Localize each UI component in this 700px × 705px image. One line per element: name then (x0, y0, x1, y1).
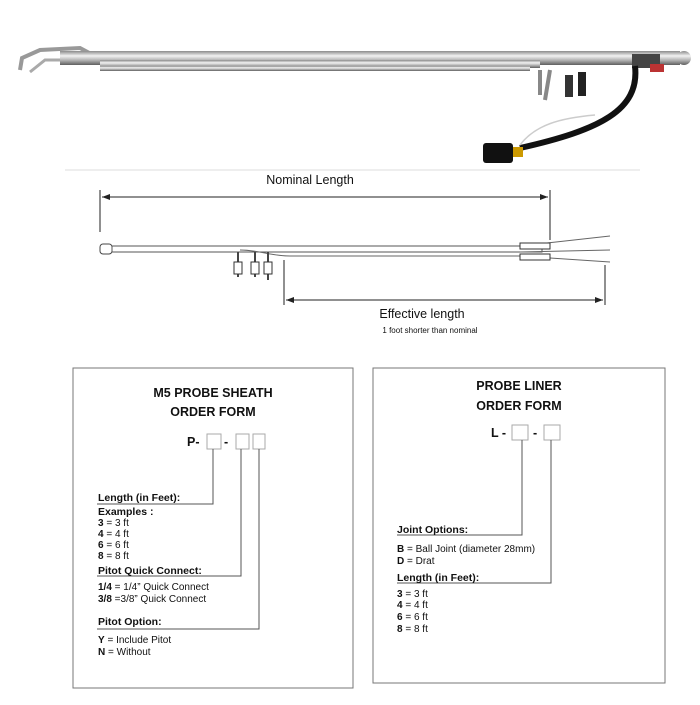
examples-heading: Examples : (98, 506, 153, 518)
option-text: 6 (397, 612, 403, 623)
effective-length-note: 1 foot shorter than nominal (382, 326, 477, 335)
svg-text:B = Ball Joint (diameter 28mm: B = Ball Joint (diameter 28mm) (397, 544, 535, 555)
svg-text:3 = 3 ft: 3 = 3 ft (397, 589, 428, 600)
sheath-connect-box[interactable] (235, 433, 250, 450)
length-diagram: Nominal Length Effective length 1 foot s… (99, 173, 611, 335)
liner-length-box[interactable] (543, 424, 561, 441)
svg-text:N = Without: N = Without (98, 647, 151, 658)
sheath-length-heading: Length (in Feet): (98, 492, 180, 504)
liner-title-line1: PROBE LINER (476, 379, 561, 393)
option-text: Y (98, 635, 105, 646)
option-text: = 8 ft (106, 551, 129, 562)
liner-prefix: L - (491, 426, 506, 440)
svg-text:1/4 = 1/4” Quick Connect: 1/4 = 1/4” Quick Connect (98, 582, 209, 593)
svg-text:4 = 4 ft: 4 = 4 ft (397, 600, 428, 611)
option-text: = 1/4” Quick Connect (112, 582, 209, 593)
svg-text:D = Drat: D = Drat (397, 556, 435, 567)
sheath-pitot-box[interactable] (252, 433, 266, 450)
option-text: =3/8” Quick Connect (112, 594, 206, 605)
sheath-prefix: P- (187, 435, 200, 449)
option-text: = Drat (404, 556, 435, 567)
sheath-title-line2: ORDER FORM (170, 405, 255, 419)
svg-text:4 = 4 ft: 4 = 4 ft (98, 529, 129, 540)
option-text: 3/8 (98, 594, 112, 605)
option-text: N (98, 647, 105, 658)
svg-text:8 = 8 ft: 8 = 8 ft (397, 624, 428, 635)
pitot-connect-heading: Pitot Quick Connect: (98, 565, 202, 577)
effective-length-label: Effective length (379, 307, 464, 321)
option-text: 3 (98, 518, 104, 529)
svg-text:Y = Include Pitot: Y = Include Pitot (98, 635, 171, 646)
option-text: = Ball Joint (diameter 28mm) (404, 544, 535, 555)
joint-options-heading: Joint Options: (397, 524, 468, 536)
option-text: = 4 ft (106, 529, 129, 540)
option-text: 1/4 (98, 582, 112, 593)
sheath-length-box[interactable] (206, 433, 222, 450)
option-text: B (397, 544, 404, 555)
option-text: = 3 ft (403, 589, 429, 600)
svg-text:6 = 6 ft: 6 = 6 ft (98, 540, 129, 551)
probe-photo (18, 45, 691, 163)
option-text: = 4 ft (403, 600, 429, 611)
liner-joint-box[interactable] (511, 424, 529, 441)
option-text: D (397, 556, 404, 567)
sheath-order-form: M5 PROBE SHEATH ORDER FORM P- - Length (… (72, 367, 354, 689)
option-text: 6 (98, 540, 104, 551)
liner-length-heading: Length (in Feet): (397, 572, 479, 584)
liner-title-line2: ORDER FORM (476, 399, 561, 413)
option-text: = 8 ft (403, 624, 429, 635)
nominal-length-label: Nominal Length (266, 173, 354, 187)
option-text: 8 (98, 551, 104, 562)
svg-text:3 = 3 ft: 3 = 3 ft (98, 518, 129, 529)
liner-dash: - (533, 426, 537, 440)
option-text: 8 (397, 624, 403, 635)
option-text: = 6 ft (106, 540, 129, 551)
svg-text:6 = 6 ft: 6 = 6 ft (397, 612, 428, 623)
liner-order-form: PROBE LINER ORDER FORM L - - Joint Optio… (372, 367, 666, 684)
sheath-dash: - (224, 435, 228, 449)
option-text: = 3 ft (106, 518, 129, 529)
option-text: 4 (98, 529, 104, 540)
option-text: = Without (105, 647, 151, 658)
svg-text:3/8 =3/8” Quick Connect: 3/8 =3/8” Quick Connect (98, 594, 206, 605)
option-text: 3 (397, 589, 403, 600)
sheath-title-line1: M5 PROBE SHEATH (153, 386, 272, 400)
option-text: = Include Pitot (105, 635, 172, 646)
svg-text:8 = 8 ft: 8 = 8 ft (98, 551, 129, 562)
option-text: 4 (397, 600, 403, 611)
option-text: = 6 ft (403, 612, 429, 623)
pitot-option-heading: Pitot Option: (98, 616, 162, 628)
